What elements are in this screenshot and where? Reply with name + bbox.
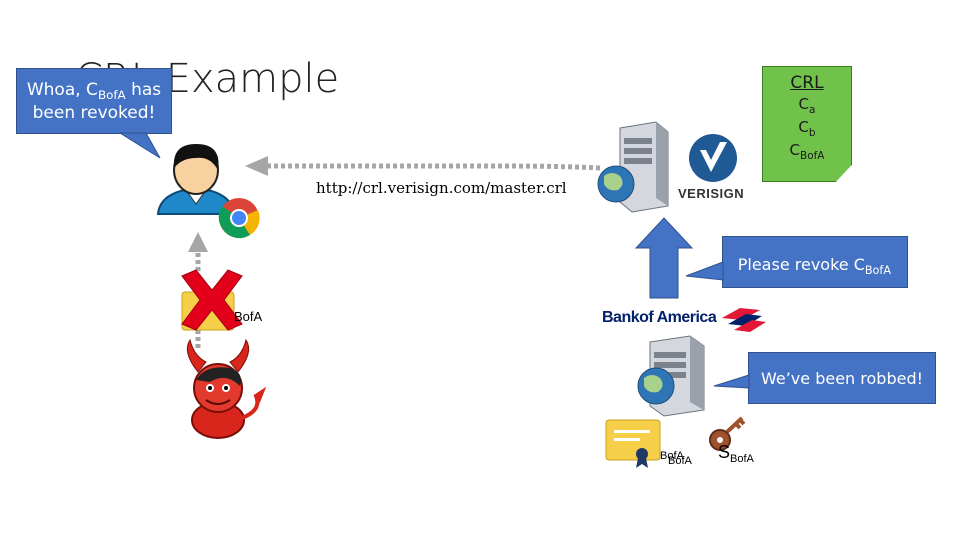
revoke-callout: Please revoke CBofA bbox=[722, 236, 908, 288]
crl-heading: CRL bbox=[790, 73, 824, 93]
revoke-sub: BofA bbox=[864, 264, 891, 277]
crl-item-3-sub: BofA bbox=[799, 150, 825, 162]
verisign-logo-icon bbox=[689, 134, 737, 182]
key-sub: BofA bbox=[730, 453, 754, 465]
certificate-icon bbox=[605, 419, 661, 468]
cert-owner-label: BofA bbox=[234, 309, 263, 324]
bank-word-1: Bank bbox=[602, 309, 640, 326]
crl-item-2: C bbox=[798, 118, 809, 136]
red-x-icon bbox=[181, 269, 243, 331]
whoa-sub: BofA bbox=[97, 88, 126, 102]
crl-item-1: C bbox=[798, 95, 810, 113]
server-icon bbox=[637, 335, 705, 417]
key-label: SBofA bbox=[718, 442, 754, 465]
robbed-callout: We’ve been robbed! bbox=[748, 352, 936, 404]
user-icon bbox=[156, 144, 236, 215]
robbed-text: We’ve been robbed! bbox=[760, 369, 924, 388]
crl-url: http://crl.verisign.com/master.crl bbox=[316, 179, 567, 197]
key-icon bbox=[709, 416, 746, 451]
bank-word-2: of America bbox=[639, 309, 717, 326]
revoke-text: Please revoke C bbox=[737, 255, 865, 274]
bank-of-america-wordmark: Bankof America bbox=[602, 309, 717, 327]
whoa-callout: Whoa, CBofA has been revoked! bbox=[16, 68, 172, 134]
crl-item-3: C bbox=[789, 141, 800, 159]
whoa-line2: been revoked! bbox=[32, 103, 156, 123]
cert-label-sub: BofA bbox=[660, 450, 684, 462]
crl-fetch-arrow bbox=[245, 156, 601, 176]
cert-label: BofA bbox=[660, 450, 684, 462]
crl-note: CRL Ca Cb CBofA bbox=[762, 66, 852, 182]
whoa-suffix: has bbox=[125, 80, 162, 100]
bank-of-america-logo bbox=[722, 308, 766, 332]
devil-icon bbox=[186, 338, 267, 439]
server-icon bbox=[597, 121, 669, 213]
verisign-wordmark: VERISIGN bbox=[678, 186, 745, 201]
whoa-text: Whoa, C bbox=[26, 80, 98, 100]
crl-item-1-sub: a bbox=[809, 104, 816, 116]
chrome-icon bbox=[218, 198, 260, 239]
revoke-request-arrow bbox=[634, 217, 694, 299]
key-symbol: S bbox=[718, 442, 731, 462]
cert-under-label: BofA bbox=[668, 455, 692, 467]
crl-item-2-sub: b bbox=[808, 127, 816, 139]
